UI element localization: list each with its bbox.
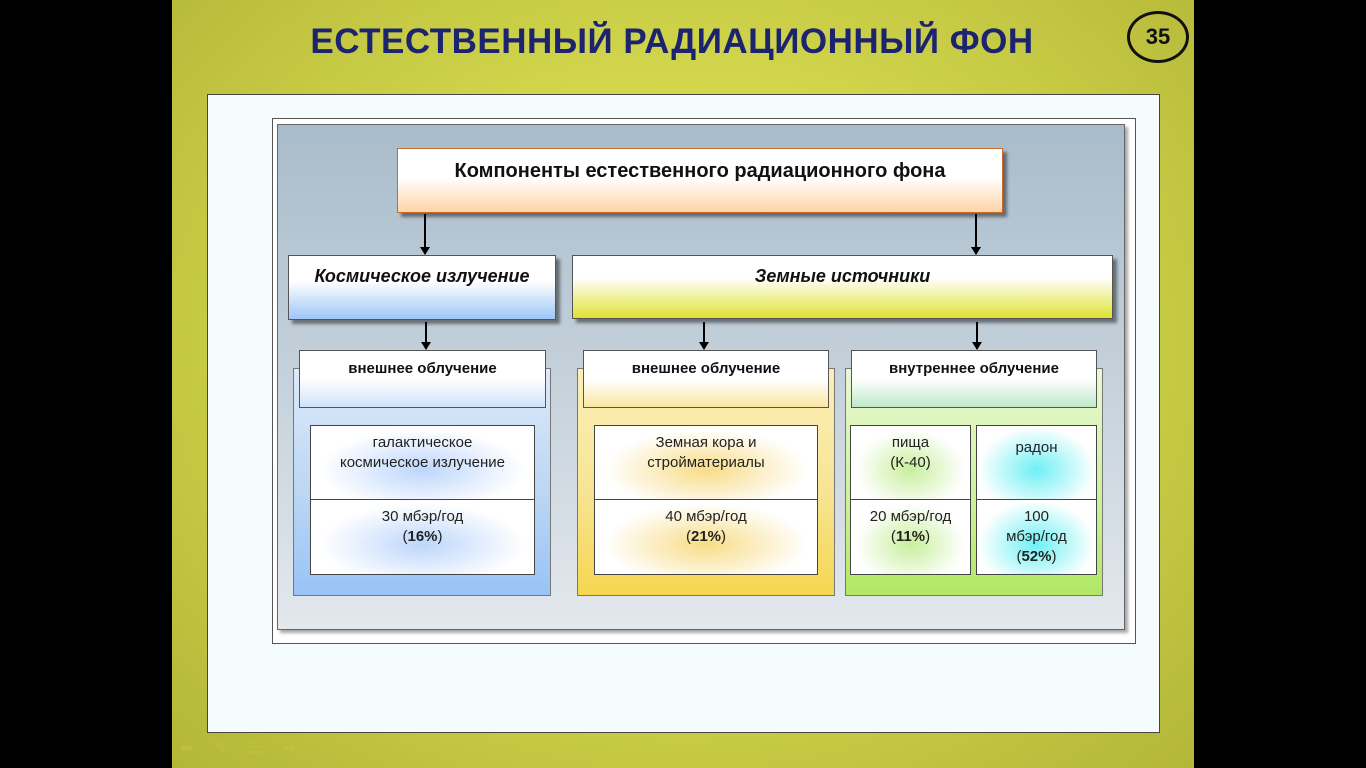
cosmic-external-header: внешнее облучение	[299, 350, 546, 408]
arrow-root-to-earth	[971, 214, 981, 255]
pen-icon[interactable]: ✎	[214, 740, 228, 757]
cosmic-external-header-label: внешнее облучение	[348, 360, 497, 377]
earth-crust-percent: 21%	[690, 528, 722, 545]
food-line2: (К-40)	[890, 454, 931, 471]
menu-icon[interactable]: ☰	[248, 740, 263, 757]
cosmic-radiation-label: Космическое излучение	[314, 266, 530, 286]
radon-dose-line2: мбэр/год	[1006, 528, 1067, 545]
earth-external-header: внешнее облучение	[583, 350, 829, 408]
galactic-cosmic-dose: 30 мбэр/год	[381, 508, 464, 525]
food-line1: пища	[891, 434, 930, 451]
galactic-cosmic-percent-wrap: (16%)	[382, 527, 464, 547]
radon-dose-cell: 100 мбэр/год (52%)	[976, 499, 1097, 575]
galactic-cosmic-line2: космическое излучение	[339, 454, 505, 471]
galactic-cosmic-source-cell: галактическое космическое излучение	[310, 425, 535, 500]
percent-open: (	[1016, 548, 1022, 565]
food-dose: 20 мбэр/год	[869, 508, 952, 525]
galactic-cosmic-line1: галактическое	[372, 434, 473, 451]
percent-open: (	[402, 528, 408, 545]
earth-crust-dose-cell: 40 мбэр/год (21%)	[594, 499, 818, 575]
arrow-root-to-cosmic	[420, 214, 430, 255]
earth-internal-header-label: внутреннее облучение	[888, 360, 1060, 377]
percent-close: )	[437, 528, 443, 545]
radon-label: радон	[1015, 439, 1058, 456]
radon-percent: 52%	[1021, 548, 1052, 565]
earth-sources-label: Земные источники	[754, 266, 931, 286]
earth-external-header-label: внешнее облучение	[631, 360, 781, 377]
percent-open: (	[890, 528, 896, 545]
root-label: Компоненты естественного радиационного ф…	[454, 160, 946, 182]
arrow-earth-to-external	[699, 322, 709, 350]
slide-title: ЕСТЕСТВЕННЫЙ РАДИАЦИОННЫЙ ФОН	[310, 22, 1034, 61]
food-dose-cell: 20 мбэр/год (11%)	[850, 499, 971, 575]
root-box: Компоненты естественного радиационного ф…	[397, 148, 1003, 213]
forward-icon[interactable]: ➡	[282, 740, 296, 757]
percent-close: )	[721, 528, 727, 545]
percent-open: (	[685, 528, 691, 545]
earth-crust-line1: Земная кора и	[655, 434, 757, 451]
page-number-badge: 35	[1127, 11, 1189, 63]
radon-source-cell: радон	[976, 425, 1097, 500]
food-source-cell: пища (К-40)	[850, 425, 971, 500]
galactic-cosmic-dose-cell: 30 мбэр/год (16%)	[310, 499, 535, 575]
food-percent-wrap: (11%)	[870, 527, 952, 547]
radon-percent-wrap: (52%)	[1006, 547, 1067, 567]
percent-close: )	[1051, 548, 1057, 565]
earth-crust-line2: стройматериалы	[647, 454, 765, 471]
percent-close: )	[925, 528, 931, 545]
arrow-earth-to-internal	[972, 322, 982, 350]
earth-crust-source-cell: Земная кора и стройматериалы	[594, 425, 818, 500]
galactic-cosmic-percent: 16%	[407, 528, 438, 545]
arrow-cosmic-to-external	[421, 322, 431, 350]
back-icon[interactable]: ⬅	[180, 740, 194, 757]
food-percent: 11%	[895, 528, 926, 545]
cosmic-radiation-box: Космическое излучение	[288, 255, 556, 320]
earth-crust-percent-wrap: (21%)	[665, 527, 747, 547]
earth-internal-header: внутреннее облучение	[851, 350, 1097, 408]
radon-dose-line1: 100	[1023, 508, 1049, 525]
earth-sources-box: Земные источники	[572, 255, 1113, 319]
earth-crust-dose: 40 мбэр/год	[665, 508, 747, 525]
